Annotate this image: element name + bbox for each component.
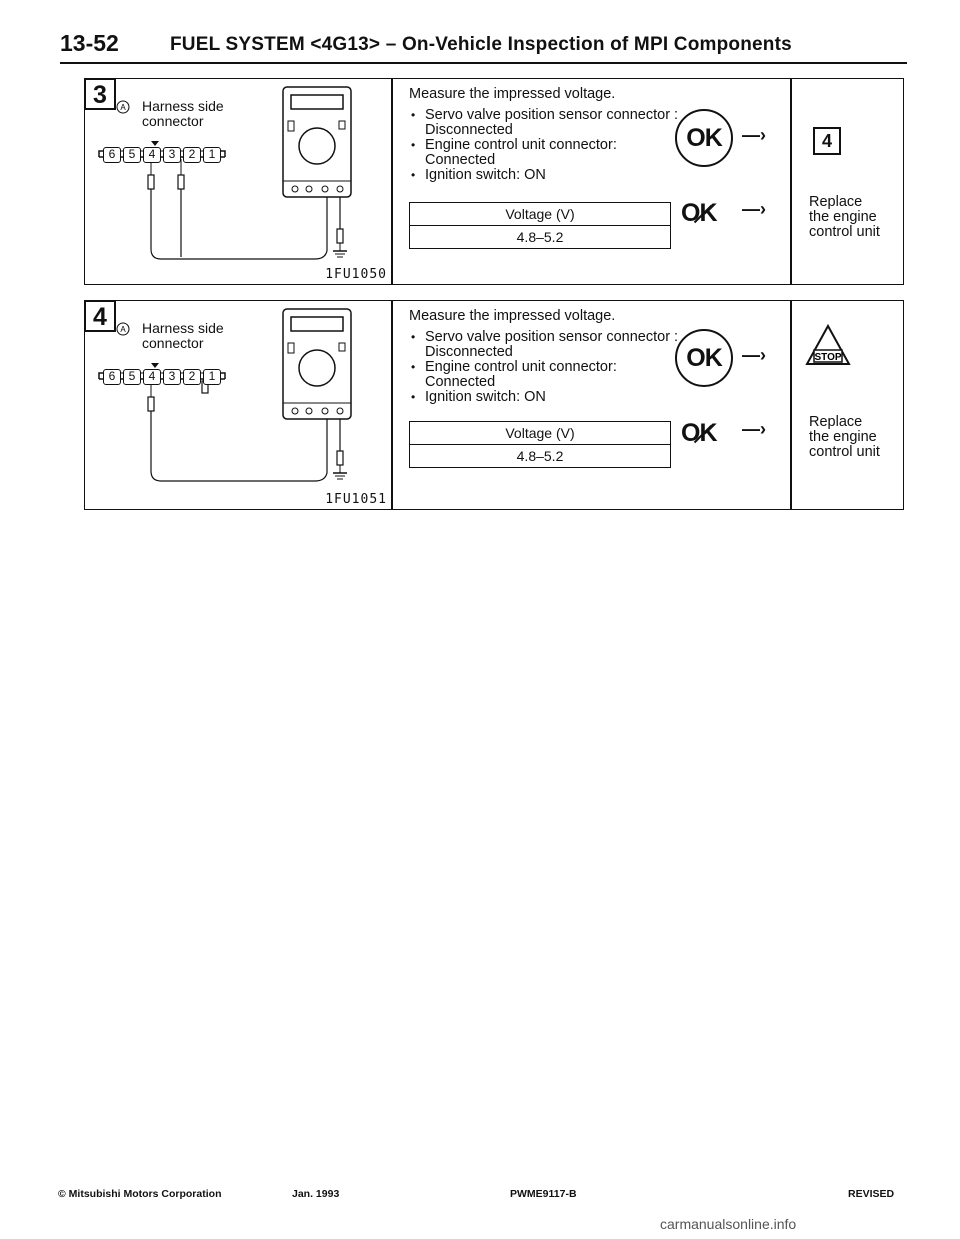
multimeter-wiring-diagram: A [98, 86, 352, 260]
condition-item: Engine control unit connector: Connected [409, 360, 689, 390]
procedure-text: Measure the impressed voltage. Servo val… [409, 308, 689, 406]
arrow-right-icon: —› [742, 345, 766, 365]
arrow-right-icon: —› [742, 125, 766, 145]
next-step-box: 4 [813, 127, 841, 155]
table-value: 4.8–5.2 [409, 225, 671, 249]
pin: 1 [203, 147, 221, 163]
ok-icon: OK [675, 329, 733, 387]
inspection-step-4: 4 A [84, 300, 904, 510]
arrow-right-icon: —› [742, 419, 766, 439]
connector-diagram: A [85, 79, 391, 284]
footer-doc-code: PWME9117-B [510, 1188, 577, 1200]
page-title: FUEL SYSTEM <4G13> – On-Vehicle Inspecti… [170, 34, 792, 55]
svg-text:STOP: STOP [814, 352, 841, 363]
condition-item: Ignition switch: ON [409, 390, 689, 406]
watermark: carmanualsonline.info [660, 1216, 797, 1232]
stop-icon: STOP [805, 323, 851, 372]
condition-item: Servo valve position sensor connector : … [409, 330, 689, 360]
arrow-right-icon: —› [742, 199, 766, 219]
replace-instruction: Replace the engine control unit [809, 414, 880, 460]
column-divider [391, 79, 393, 284]
pin: 5 [123, 147, 141, 163]
footer-copyright: © Mitsubishi Motors Corporation [58, 1188, 222, 1200]
table-value: 4.8–5.2 [409, 444, 671, 468]
page-number: 13-52 [60, 30, 119, 56]
procedure-heading: Measure the impressed voltage. [409, 86, 616, 102]
pin: 1 [203, 369, 221, 385]
condition-list: Servo valve position sensor connector : … [409, 108, 689, 184]
figure-code: 1FU1050 [325, 267, 387, 282]
connector-diagram: A [85, 301, 391, 509]
pin: 4 [143, 369, 161, 385]
condition-item: Ignition switch: ON [409, 168, 689, 184]
multimeter-icon [282, 86, 352, 198]
pin: 3 [163, 147, 181, 163]
svg-text:A: A [120, 325, 126, 334]
column-divider [790, 301, 792, 509]
pin: 3 [163, 369, 181, 385]
pin: 2 [183, 369, 201, 385]
multimeter-icon [282, 308, 352, 420]
column-divider [790, 79, 792, 284]
svg-text:A: A [120, 103, 126, 112]
table-header: Voltage (V) [409, 202, 671, 226]
pin: 2 [183, 147, 201, 163]
not-ok-icon: OK [681, 419, 717, 447]
figure-code: 1FU1051 [325, 492, 387, 507]
procedure-text: Measure the impressed voltage. Servo val… [409, 86, 689, 184]
footer-status: REVISED [848, 1188, 895, 1200]
procedure-heading: Measure the impressed voltage. [409, 308, 616, 324]
step-number-badge: 4 [84, 300, 116, 332]
not-ok-icon: OK [681, 199, 717, 227]
voltage-spec-table: Voltage (V) 4.8–5.2 [409, 421, 671, 468]
inspection-step-3: 3 A [84, 78, 904, 285]
multimeter-wiring-diagram: A [98, 308, 352, 482]
table-header: Voltage (V) [409, 421, 671, 445]
pin: 6 [103, 147, 121, 163]
column-divider [391, 301, 393, 509]
pin: 4 [143, 147, 161, 163]
condition-list: Servo valve position sensor connector : … [409, 330, 689, 406]
footer-date: Jan. 1993 [292, 1188, 340, 1200]
header-rule [60, 62, 907, 64]
page-header: 13-52 FUEL SYSTEM <4G13> – On-Vehicle In… [60, 30, 910, 66]
step-number-badge: 3 [84, 78, 116, 110]
ok-icon: OK [675, 109, 733, 167]
voltage-spec-table: Voltage (V) 4.8–5.2 [409, 202, 671, 249]
condition-item: Engine control unit connector: Connected [409, 138, 689, 168]
pin: 5 [123, 369, 141, 385]
condition-item: Servo valve position sensor connector : … [409, 108, 689, 138]
replace-instruction: Replace the engine control unit [809, 194, 880, 240]
pin: 6 [103, 369, 121, 385]
